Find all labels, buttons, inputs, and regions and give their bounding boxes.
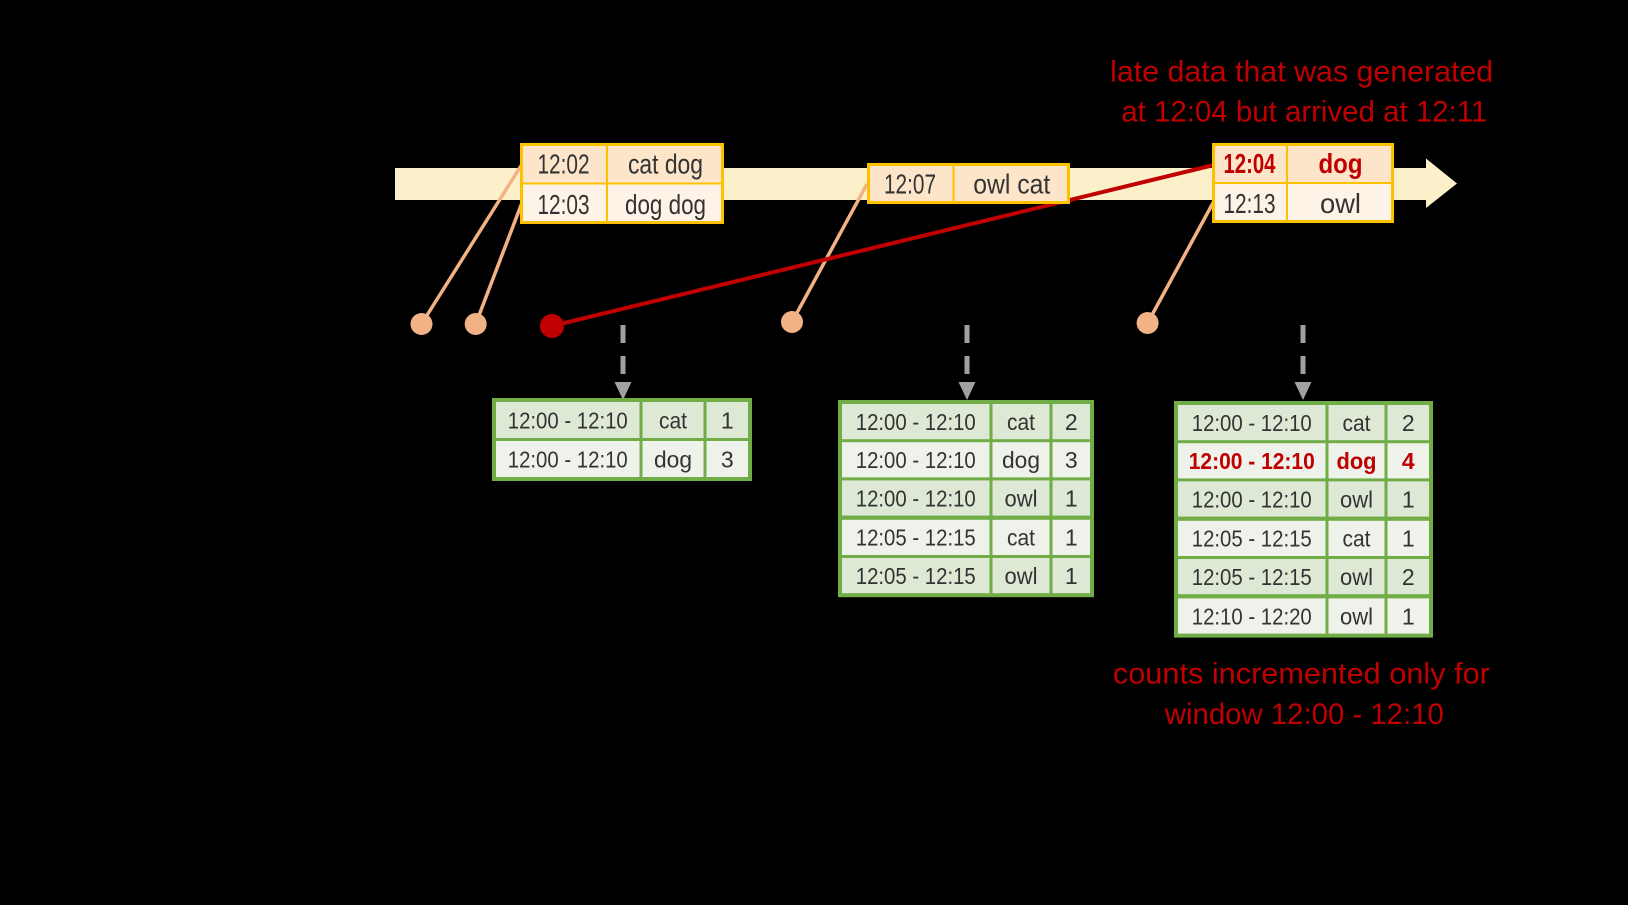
svg-text:owl: owl: [1340, 564, 1373, 590]
svg-text:12:00 - 12:10: 12:00 - 12:10: [1192, 486, 1312, 512]
svg-text:12:13: 12:13: [1224, 188, 1276, 219]
svg-text:12:00 - 12:10: 12:00 - 12:10: [856, 409, 976, 435]
svg-text:12:00 - 12:10: 12:00 - 12:10: [1192, 410, 1312, 436]
svg-text:counts incremented only for: counts incremented only for: [1113, 657, 1490, 690]
svg-text:12:04: 12:04: [1224, 148, 1276, 179]
svg-text:12:03: 12:03: [538, 189, 590, 220]
svg-text:cat: cat: [1343, 526, 1372, 552]
svg-text:1: 1: [1402, 526, 1415, 552]
svg-text:12:10 - 12:20: 12:10 - 12:20: [1192, 603, 1312, 629]
svg-text:2: 2: [1065, 409, 1078, 435]
svg-text:2: 2: [1402, 410, 1415, 436]
svg-text:cat dog: cat dog: [628, 148, 703, 179]
svg-text:owl: owl: [1340, 603, 1373, 629]
svg-text:4: 4: [1402, 448, 1415, 474]
svg-text:dog: dog: [1002, 447, 1040, 473]
svg-text:dog: dog: [1337, 448, 1377, 474]
svg-text:cat: cat: [1343, 410, 1372, 436]
svg-text:late data that was generated: late data that was generated: [1110, 56, 1493, 89]
svg-text:12:00 - 12:10: 12:00 - 12:10: [508, 446, 628, 472]
svg-text:12:05 - 12:15: 12:05 - 12:15: [856, 525, 976, 551]
svg-text:12:00 - 12:10: 12:00 - 12:10: [856, 447, 976, 473]
svg-text:1: 1: [1065, 563, 1078, 589]
svg-text:1: 1: [1065, 525, 1078, 551]
svg-text:window 12:00 - 12:10: window 12:00 - 12:10: [1164, 698, 1444, 731]
svg-text:cat: cat: [1007, 525, 1036, 551]
svg-text:12:02: 12:02: [538, 148, 590, 179]
svg-text:owl: owl: [1005, 563, 1038, 589]
svg-text:owl: owl: [1340, 486, 1373, 512]
svg-text:dog: dog: [654, 446, 692, 472]
svg-text:12:00 - 12:10: 12:00 - 12:10: [856, 485, 976, 511]
svg-text:owl: owl: [1005, 485, 1038, 511]
svg-text:1: 1: [1065, 485, 1078, 511]
svg-text:owl cat: owl cat: [973, 169, 1050, 200]
svg-text:dog dog: dog dog: [625, 189, 706, 220]
svg-text:12:05 - 12:15: 12:05 - 12:15: [1192, 564, 1312, 590]
svg-text:owl: owl: [1320, 188, 1361, 219]
svg-text:12:05 - 12:15: 12:05 - 12:15: [1192, 526, 1312, 552]
svg-text:1: 1: [1402, 486, 1415, 512]
svg-text:12:00 - 12:10: 12:00 - 12:10: [508, 407, 628, 433]
svg-text:1: 1: [721, 407, 734, 433]
svg-text:2: 2: [1402, 564, 1415, 590]
svg-text:dog: dog: [1319, 148, 1363, 179]
svg-text:cat: cat: [1007, 409, 1036, 435]
svg-text:at 12:04 but arrived at 12:11: at 12:04 but arrived at 12:11: [1121, 96, 1487, 129]
svg-text:12:07: 12:07: [884, 169, 936, 200]
svg-text:1: 1: [1402, 603, 1415, 629]
svg-text:3: 3: [1065, 447, 1078, 473]
svg-text:3: 3: [721, 446, 734, 472]
svg-text:12:00 - 12:10: 12:00 - 12:10: [1189, 448, 1315, 474]
svg-text:12:05 - 12:15: 12:05 - 12:15: [856, 563, 976, 589]
svg-text:cat: cat: [659, 407, 688, 433]
